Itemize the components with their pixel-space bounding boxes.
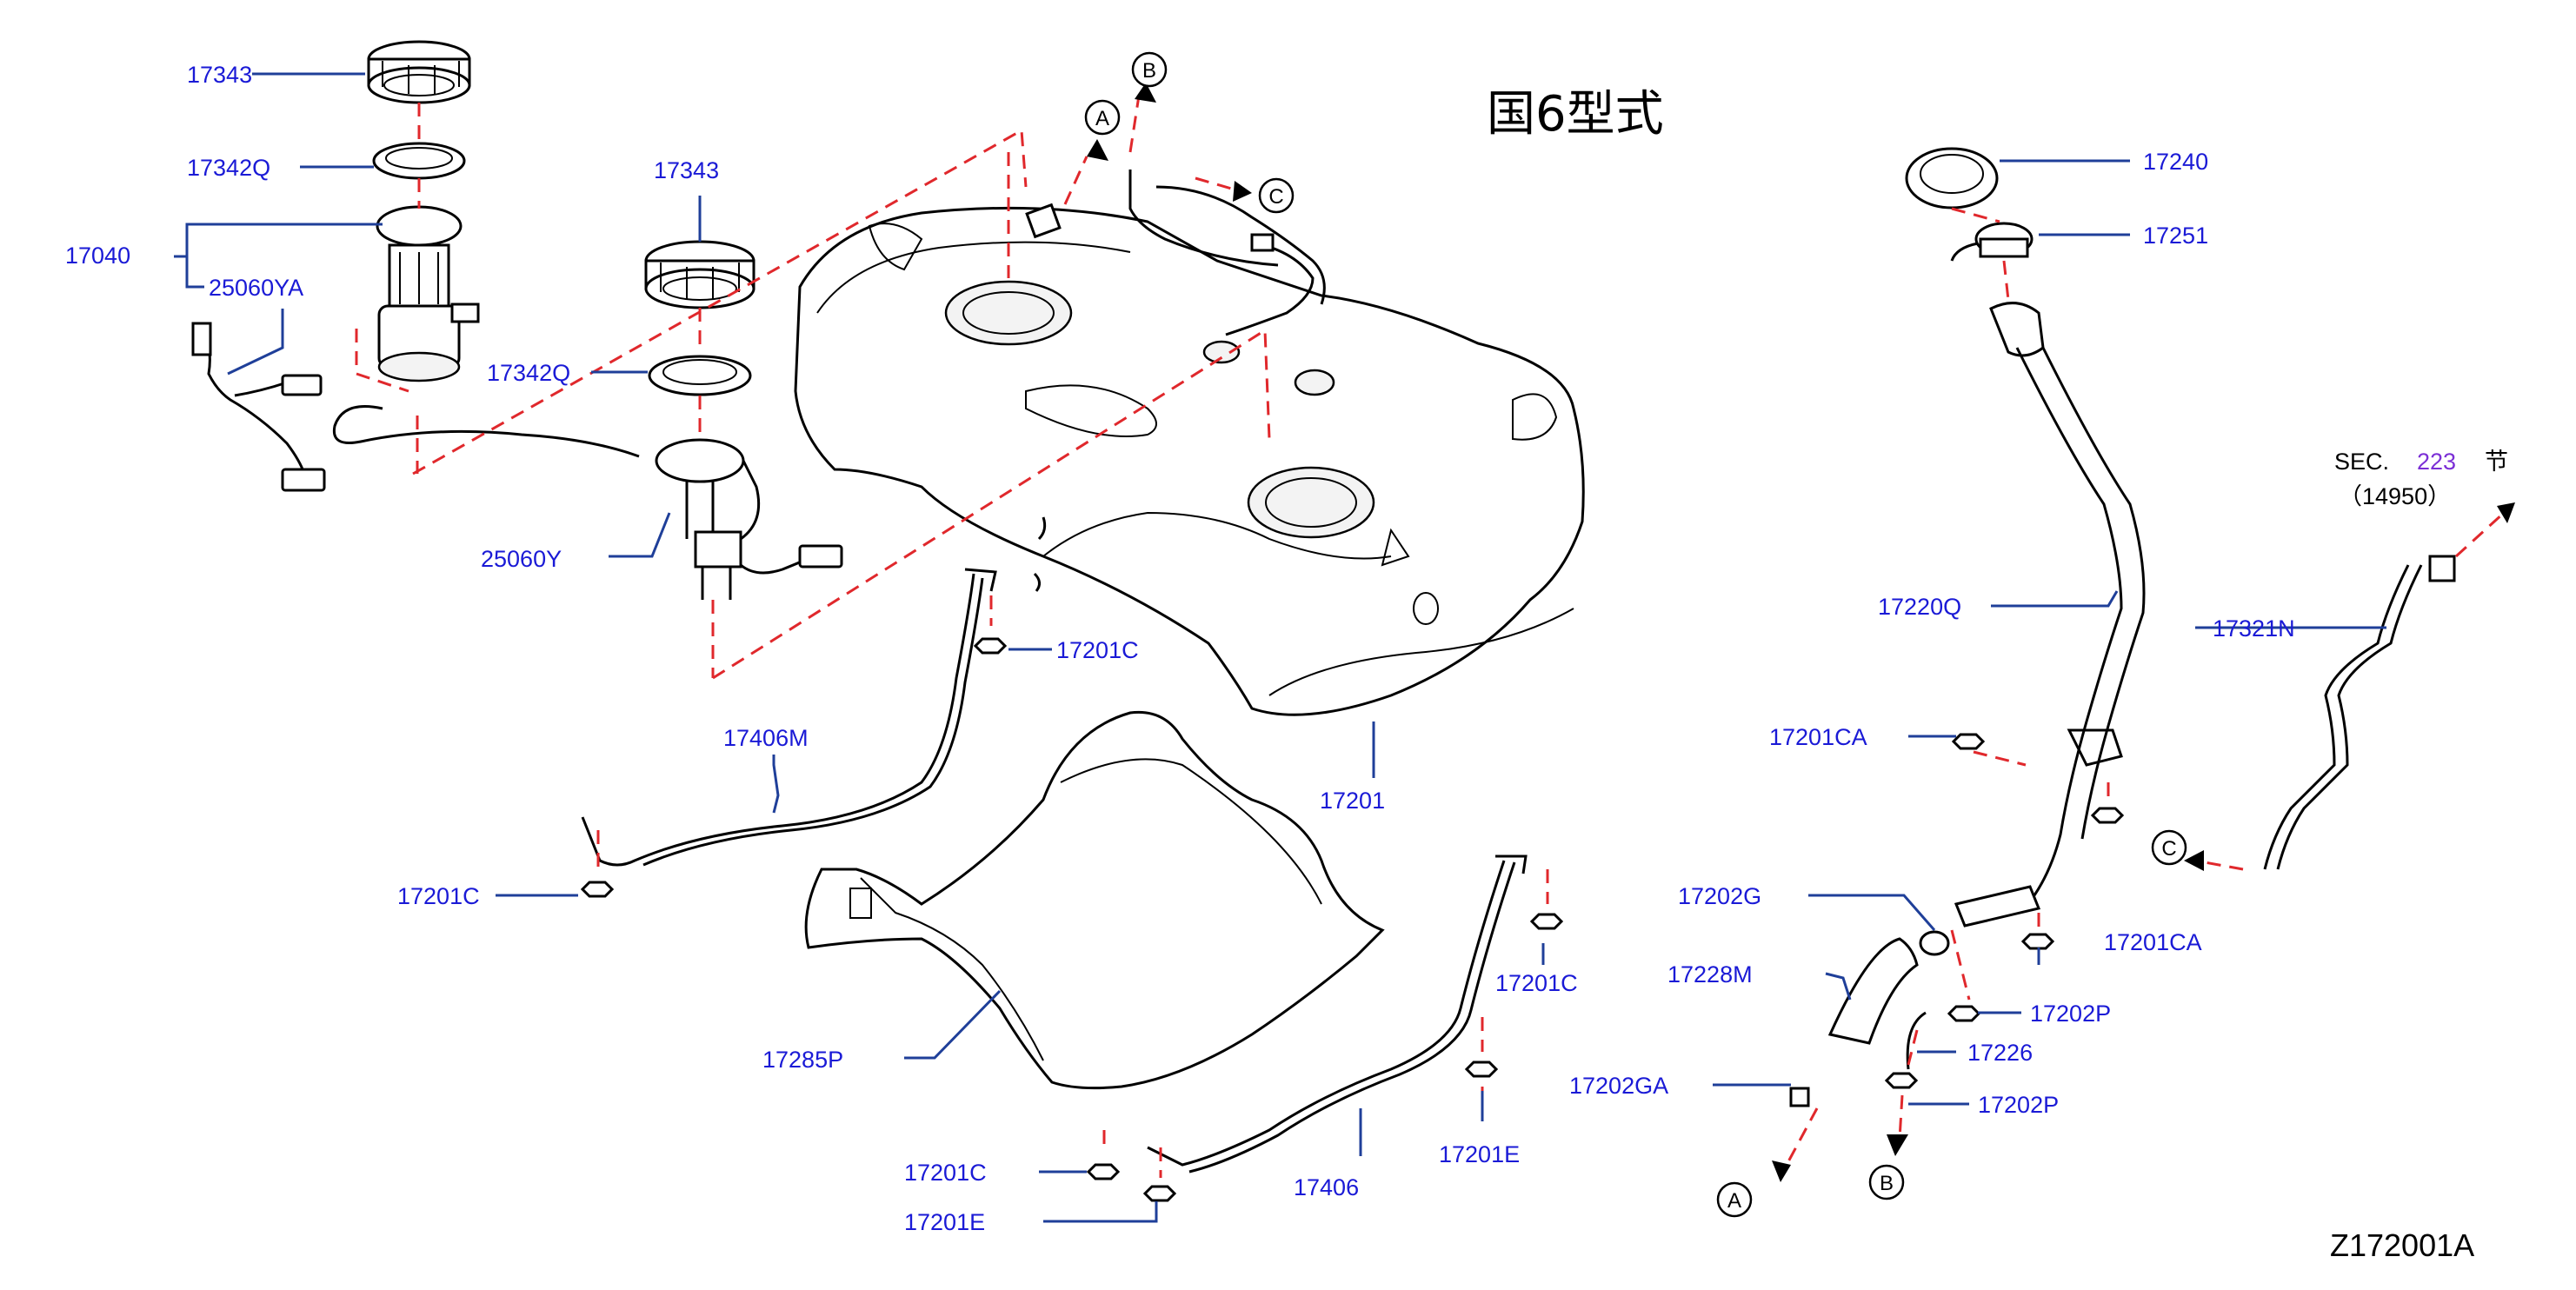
label-17201CA-2: 17201CA [2104,929,2202,955]
breather-tube [2263,555,2456,870]
connector-a-bottom: A [1716,1181,1753,1218]
fuel-pump-module [376,205,480,382]
assembly-guides [355,95,2506,1178]
label-17342Q-mid: 17342Q [487,360,570,386]
gasket-top [372,142,466,180]
bolt-icons [580,637,2125,1202]
label-17201C-4: 17201C [1495,970,1578,996]
label-17343-mid: 17343 [654,157,719,183]
tank-strap-left [581,568,997,867]
label-17202GA: 17202GA [1569,1073,1668,1099]
label-25060Y: 25060Y [481,546,562,572]
label-17040: 17040 [65,243,130,269]
label-17202P-1: 17202P [2030,1001,2111,1027]
label-17251: 17251 [2143,223,2208,249]
tank-strap-right [1147,854,1528,1174]
connection-arrows [1087,83,2515,1182]
filler-hose [1827,937,1919,1045]
label-17240: 17240 [2143,149,2208,175]
label-17226: 17226 [1967,1040,2033,1066]
fuel-tank [794,206,1585,716]
fuel-cap [1950,222,2034,262]
label-17201C-3: 17201C [904,1160,987,1186]
lock-ring-top [367,40,471,104]
connector-b-top: B [1131,51,1168,88]
section-prefix: SEC. [2334,449,2389,475]
filler-tube [1954,302,2146,928]
section-suffix: 节 [2485,449,2508,475]
label-25060YA: 25060YA [209,275,303,301]
heat-shield [804,710,1385,1090]
svg-text:A: A [1095,107,1109,130]
label-17321N: 17321N [2213,615,2295,642]
connector-b-bottom: B [1868,1164,1905,1200]
diagram-heading: 国6型式 [1487,86,1664,143]
label-17406: 17406 [1294,1174,1359,1200]
label-17201E-2: 17201E [1439,1141,1520,1167]
section-number: 223 [2417,449,2456,475]
connector-c-right: C [2151,829,2187,866]
tank-fuel-line-end [1033,572,1041,592]
clamp-hose [1919,930,1950,956]
label-17201C-1: 17201C [1056,637,1139,663]
svg-text:A: A [1727,1189,1741,1213]
leader-lines [174,72,2386,1223]
label-17201CA-1: 17201CA [1769,724,1867,750]
label-17285P: 17285P [762,1047,843,1073]
label-17220Q: 17220Q [1878,594,1961,620]
label-17228M: 17228M [1667,961,1753,987]
label-17201E-1: 17201E [904,1209,985,1235]
label-17201C-2: 17201C [397,883,480,909]
label-17406M: 17406M [723,725,809,751]
filler-gasket [1905,147,1999,209]
breather-hose [1906,1011,1927,1070]
svg-text:B: B [1880,1172,1894,1195]
label-17202G: 17202G [1678,883,1761,909]
label-17342Q-top: 17342Q [187,155,270,181]
gasket-mid [648,355,752,396]
pump-wiring-harness [191,322,326,492]
label-17201: 17201 [1320,788,1385,814]
tank-vent-lines [1025,170,1326,336]
pump-hose [332,405,640,458]
svg-text:C: C [1268,185,1283,209]
part-labels: 17343 17342Q 17040 25060YA 17343 17342Q … [65,62,2295,1235]
label-17202P-2: 17202P [1978,1092,2059,1118]
connector-c-top: C [1258,177,1295,214]
svg-text:C: C [2161,837,2176,861]
section-reference: SEC. 223 节 （14950） [2334,449,2508,509]
lock-ring-mid [644,240,755,309]
label-17343-top: 17343 [187,62,252,88]
svg-text:B: B [1142,59,1156,83]
drawing-code: Z172001A [2330,1227,2474,1263]
connector-a-top: A [1084,99,1121,136]
section-sub: （14950） [2339,483,2451,509]
fuel-sender-unit [655,438,843,600]
